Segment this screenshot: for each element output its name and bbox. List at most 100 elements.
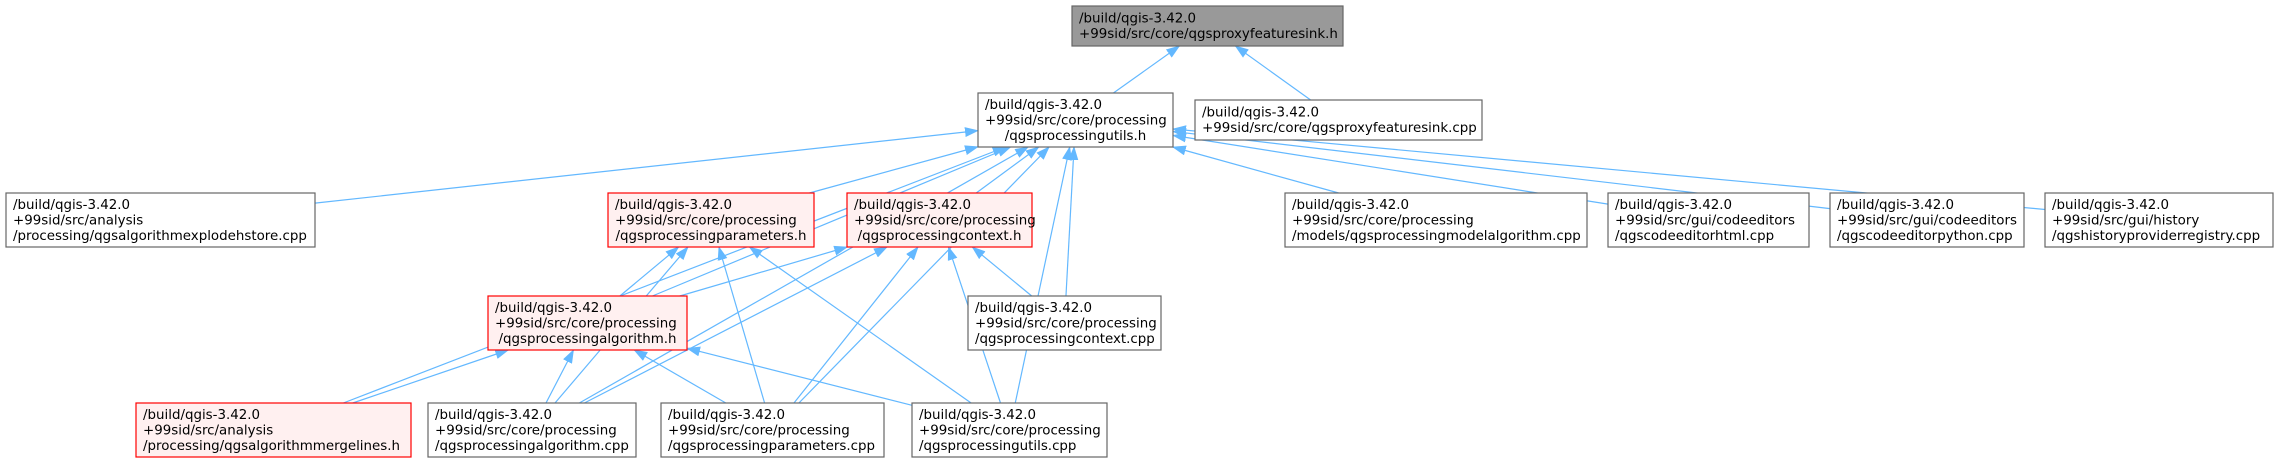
node-label-line: /build/qgis-3.42.0 xyxy=(854,198,971,213)
edge-alg_h-to-context_h xyxy=(679,245,849,297)
node-params_h[interactable]: /build/qgis-3.42.0+99sid/src/core/proces… xyxy=(607,192,815,248)
edge-merge_h-to-putils_h xyxy=(343,146,1007,404)
edge-utils_cpp-to-alg_h xyxy=(686,346,913,406)
edge-utils_cpp-to-params_h xyxy=(748,246,972,404)
node-label-line: /qgsprocessingutils.cpp xyxy=(919,439,1076,454)
edge-merge_h-to-alg_h xyxy=(352,349,510,404)
node-context_h[interactable]: /build/qgis-3.42.0+99sid/src/core/proces… xyxy=(846,192,1036,248)
edge-params_cpp-to-alg_h xyxy=(633,349,727,404)
node-label-line: /processing/qgsalgorithmexplodehstore.cp… xyxy=(13,229,307,244)
node-alg_cpp[interactable]: /build/qgis-3.42.0+99sid/src/core/proces… xyxy=(427,402,637,458)
node-label-line: /build/qgis-3.42.0 xyxy=(975,301,1092,316)
node-utils_cpp[interactable]: /build/qgis-3.42.0+99sid/src/core/proces… xyxy=(911,402,1108,458)
node-label-line: /build/qgis-3.42.0 xyxy=(985,98,1102,113)
node-label-line: /build/qgis-3.42.0 xyxy=(919,408,1036,423)
node-label-line: /build/qgis-3.42.0 xyxy=(495,301,612,316)
node-box xyxy=(1071,5,1344,47)
node-putils_h[interactable]: /build/qgis-3.42.0+99sid/src/core/proces… xyxy=(977,92,1174,148)
node-label-line: +99sid/src/core/processing xyxy=(975,316,1157,331)
node-box xyxy=(1607,192,1810,248)
node-label-line: /build/qgis-3.42.0 xyxy=(1079,12,1196,27)
node-box xyxy=(846,192,1033,248)
node-proxy_cpp[interactable]: /build/qgis-3.42.0+99sid/src/core/qgspro… xyxy=(1194,99,1483,141)
node-label-line: /build/qgis-3.42.0 xyxy=(2052,198,2169,213)
node-label-line: /build/qgis-3.42.0 xyxy=(435,408,552,423)
node-label-line: +99sid/src/analysis xyxy=(13,213,143,228)
edge-alg_h-to-params_h xyxy=(619,246,680,297)
node-box xyxy=(911,402,1108,458)
node-label-line: +99sid/src/core/processing xyxy=(435,423,617,438)
node-label-line: +99sid/src/core/processing xyxy=(615,213,797,228)
node-html_cpp[interactable]: /build/qgis-3.42.0+99sid/src/gui/codeedi… xyxy=(1607,192,1810,248)
node-box xyxy=(487,295,688,351)
node-label-line: /qgsprocessingutils.h xyxy=(1005,129,1147,144)
node-label-line: +99sid/src/gui/codeeditors xyxy=(1615,213,1795,228)
node-modelalg[interactable]: /build/qgis-3.42.0+99sid/src/core/proces… xyxy=(1284,192,1588,248)
edge-alg_cpp-to-alg_h xyxy=(545,349,575,404)
node-label-line: +99sid/src/core/processing xyxy=(1292,213,1474,228)
node-label-line: /build/qgis-3.42.0 xyxy=(668,408,785,423)
edge-context_cpp-to-putils_h xyxy=(1065,146,1079,297)
node-python_cpp[interactable]: /build/qgis-3.42.0+99sid/src/gui/codeedi… xyxy=(1829,192,2025,248)
node-label-line: /models/qgsprocessingmodelalgorithm.cpp xyxy=(1292,229,1581,244)
node-label-line: /qgsprocessingalgorithm.h xyxy=(498,332,676,347)
edge-alg_cpp-to-putils_h xyxy=(579,146,1030,404)
edge-putils_h-to-root xyxy=(1113,45,1181,94)
node-label-line: /qgscodeeditorpython.cpp xyxy=(1837,229,2013,244)
edge-context_cpp-to-context_h xyxy=(971,246,1033,297)
node-label-line: /build/qgis-3.42.0 xyxy=(1292,198,1409,213)
edges-layer xyxy=(314,45,2046,406)
node-label-line: +99sid/src/core/processing xyxy=(985,113,1167,128)
node-label-line: /build/qgis-3.42.0 xyxy=(615,198,732,213)
edge-params_h-to-putils_h xyxy=(809,145,979,194)
node-box xyxy=(427,402,637,458)
node-label-line: +99sid/src/gui/codeeditors xyxy=(1837,213,2017,228)
node-label-line: +99sid/src/analysis xyxy=(143,423,273,438)
node-label-line: +99sid/src/core/qgsproxyfeaturesink.cpp xyxy=(1202,121,1477,136)
node-alg_h[interactable]: /build/qgis-3.42.0+99sid/src/core/proces… xyxy=(487,295,688,351)
node-label-line: /qgscodeeditorhtml.cpp xyxy=(1615,229,1774,244)
node-params_cpp[interactable]: /build/qgis-3.42.0+99sid/src/core/proces… xyxy=(660,402,885,458)
node-label-line: /processing/qgsalgorithmmergelines.h xyxy=(143,439,400,454)
node-label-line: /build/qgis-3.42.0 xyxy=(143,408,260,423)
node-explode[interactable]: /build/qgis-3.42.0+99sid/src/analysis/pr… xyxy=(5,192,316,248)
node-box xyxy=(967,295,1162,351)
edge-context_h-to-putils_h xyxy=(975,146,1040,194)
node-label-line: +99sid/src/gui/history xyxy=(2052,213,2199,228)
edge-modelalg-to-putils_h xyxy=(1171,145,1339,194)
node-label-line: /qgsprocessingcontext.h xyxy=(858,229,1022,244)
node-context_cpp[interactable]: /build/qgis-3.42.0+99sid/src/core/proces… xyxy=(967,295,1162,351)
node-label-line: +99sid/src/core/processing xyxy=(919,423,1101,438)
node-merge_h[interactable]: /build/qgis-3.42.0+99sid/src/analysis/pr… xyxy=(135,402,412,458)
node-box xyxy=(607,192,815,248)
node-label-line: /qgsprocessingparameters.cpp xyxy=(668,439,875,454)
edge-params_cpp-to-context_h xyxy=(793,246,919,404)
edge-explode-to-putils_h xyxy=(314,127,979,204)
edge-proxy_cpp-to-root xyxy=(1234,45,1311,101)
node-box xyxy=(1284,192,1588,248)
edge-alg_cpp-to-context_h xyxy=(584,246,888,404)
node-box xyxy=(1194,99,1483,141)
node-label-line: /qgsprocessingcontext.cpp xyxy=(975,332,1155,347)
node-root[interactable]: /build/qgis-3.42.0+99sid/src/core/qgspro… xyxy=(1071,5,1344,47)
edge-params_cpp-to-putils_h xyxy=(798,146,1050,404)
node-label-line: /build/qgis-3.42.0 xyxy=(13,198,130,213)
node-box xyxy=(977,92,1174,148)
edge-params_cpp-to-params_h xyxy=(717,246,766,404)
node-box xyxy=(5,192,316,248)
node-box xyxy=(1829,192,2025,248)
node-label-line: /build/qgis-3.42.0 xyxy=(1202,106,1319,121)
node-box xyxy=(135,402,412,458)
node-label-line: +99sid/src/core/processing xyxy=(495,316,677,331)
node-label-line: /qgshistoryproviderregistry.cpp xyxy=(2052,229,2260,244)
node-label-line: +99sid/src/core/qgsproxyfeaturesink.h xyxy=(1079,27,1338,42)
node-label-line: +99sid/src/core/processing xyxy=(668,423,850,438)
node-box xyxy=(660,402,885,458)
node-label-line: /qgsprocessingalgorithm.cpp xyxy=(435,439,629,454)
node-label-line: /build/qgis-3.42.0 xyxy=(1615,198,1732,213)
node-history_cpp[interactable]: /build/qgis-3.42.0+99sid/src/gui/history… xyxy=(2044,192,2274,248)
node-label-line: +99sid/src/core/processing xyxy=(854,213,1036,228)
edge-alg_h-to-putils_h xyxy=(652,146,1012,297)
nodes-layer: /build/qgis-3.42.0+99sid/src/core/qgspro… xyxy=(5,5,2274,458)
